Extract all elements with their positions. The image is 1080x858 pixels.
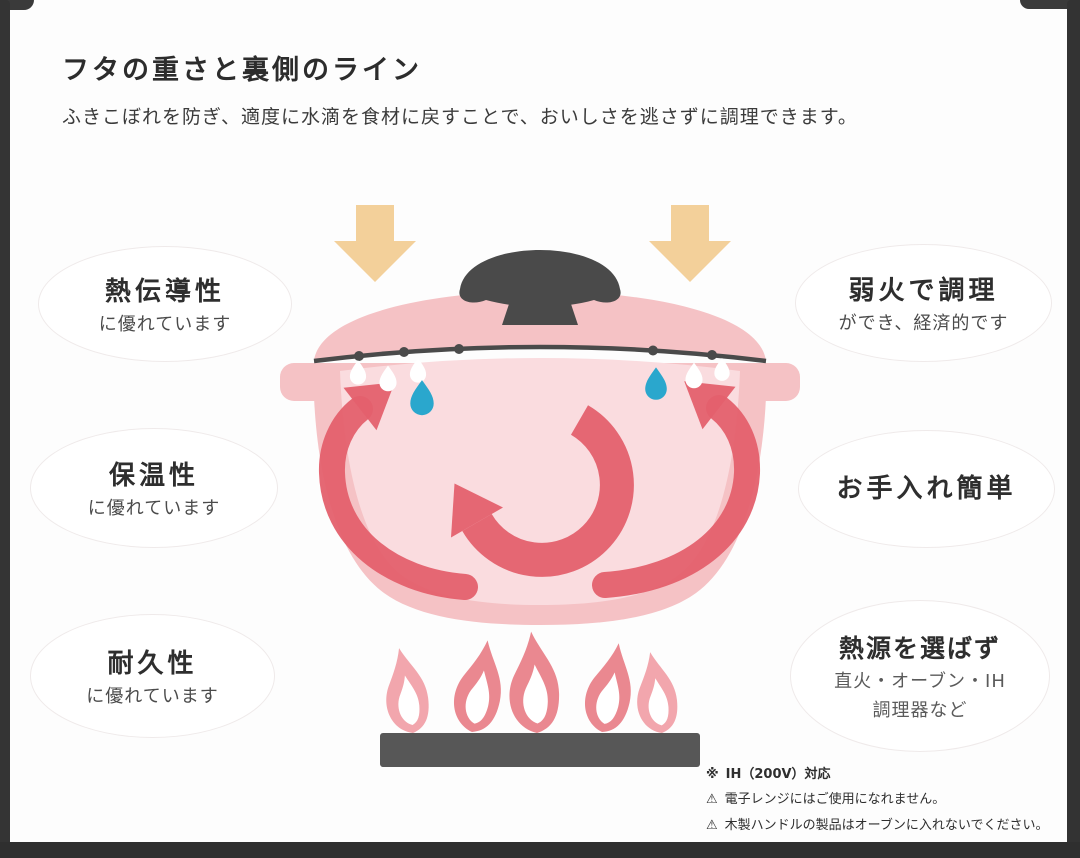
feature-bubble-easy-care: お手入れ簡単 [798,430,1055,548]
note-no-oven-wooden-handle: ⚠ 木製ハンドルの製品はオーブンに入れないでください。 [706,813,1049,838]
pot-lid [314,291,766,361]
photo-edge-left [0,0,10,858]
feature-heading: 熱伝導性 [104,276,225,307]
feature-detail: ができ、経済的です [838,312,1009,334]
feature-bubble-heat-conduction: 熱伝導性 に優れています [38,246,292,362]
warning-triangle-icon: ⚠ [706,792,718,808]
feature-heading: お手入れ簡単 [836,474,1017,504]
feature-detail: に優れています [86,685,219,707]
feature-heading: 弱火で調理 [848,275,999,306]
feature-bubble-heat-retention: 保温性 に優れています [30,428,278,548]
note-ih-compat: ※ IH（200V）対応 [706,762,1049,787]
photo-corner-top-left [0,0,34,10]
feature-detail: に優れています [87,497,221,519]
warning-triangle-icon: ⚠ [706,817,718,833]
note-text: IH（200V）対応 [725,767,831,782]
page-subtitle: ふきこぼれを防ぎ、適度に水滴を食材に戻すことで、おいしさを逃さずに調理できます。 [62,106,858,128]
feature-detail: 調理器など [872,700,968,721]
footnotes: ※ IH（200V）対応 ⚠ 電子レンジにはご使用になれません。 ⚠ 木製ハンド… [706,762,1049,838]
lid-knob [459,250,621,325]
pot-interior [340,358,740,605]
photo-edge-right [1067,0,1080,858]
pot-illustration [280,205,800,767]
steam-arrow-icon [334,205,416,282]
feature-heading: 熱源を選ばず [838,633,1001,663]
lid-bump [354,344,717,361]
circulation-arrow-icon [318,382,478,600]
feature-heading: 保温性 [108,460,199,491]
feature-bubble-any-heat-source: 熱源を選ばず 直火・オーブン・IH 調理器など [790,600,1050,752]
photo-edge-bottom [0,842,1080,858]
note-text: 木製ハンドルの製品はオーブンに入れないでください。 [724,817,1049,833]
flame-icon [377,630,682,737]
feature-bubble-durability: 耐久性 に優れています [30,614,275,738]
steam-arrow-icon [649,205,731,282]
circulation-arrow-icon [592,381,761,598]
reference-mark-icon: ※ [706,767,719,782]
burner-base [380,733,700,767]
feature-heading: 耐久性 [107,648,198,679]
feature-bubble-low-heat: 弱火で調理 ができ、経済的です [795,244,1052,362]
circulation-arrow-icon [451,405,634,577]
note-no-microwave: ⚠ 電子レンジにはご使用になれません。 [706,787,1049,812]
photo-corner-top-right [1020,0,1080,9]
lid-underside-line [313,344,767,364]
feature-detail: に優れています [98,313,232,335]
note-text: 電子レンジにはご使用になれません。 [724,792,946,808]
page-title: フタの重さと裏側のライン [62,55,422,86]
feature-detail: 直火・オーブン・IH [834,670,1006,692]
